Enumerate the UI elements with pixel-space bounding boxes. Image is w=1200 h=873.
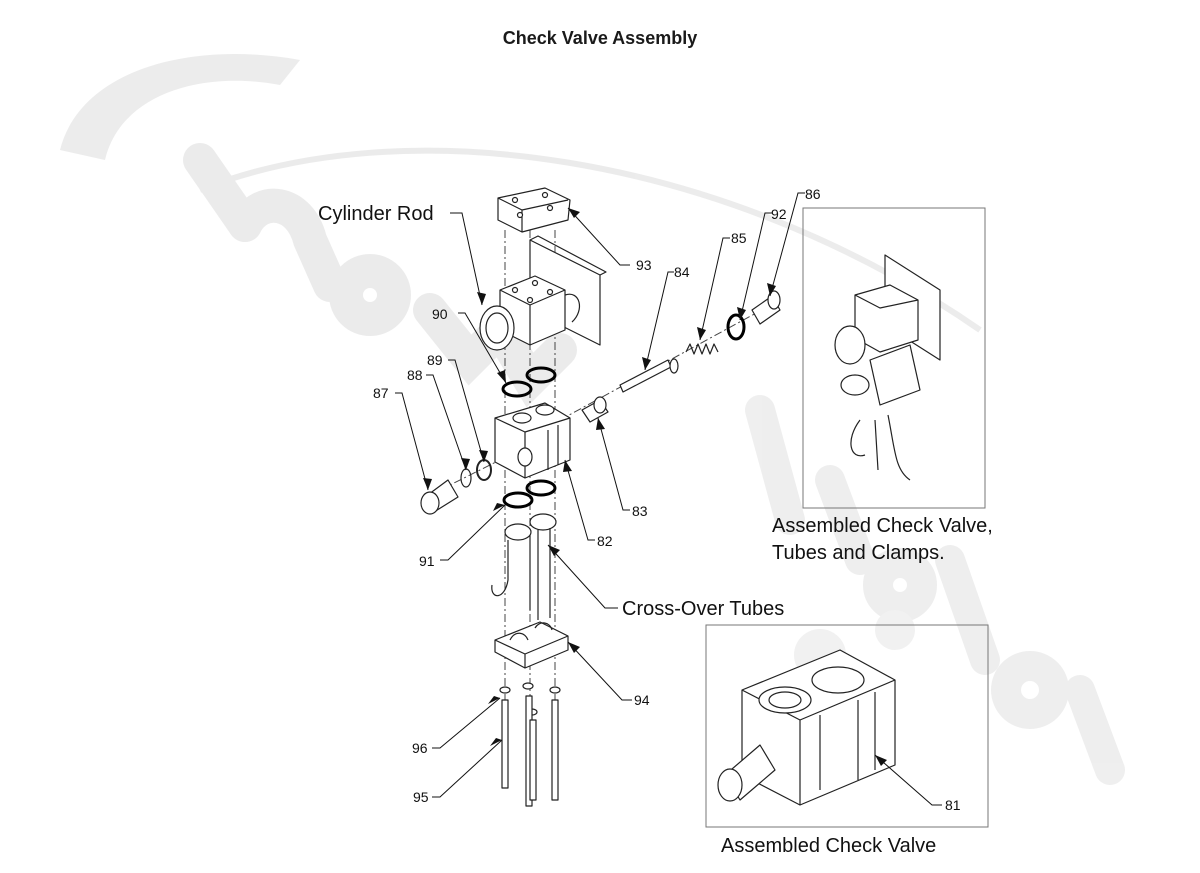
washer-88 [460,468,472,488]
part-number-95: 95 [413,789,429,805]
caption-assembled-tubes-line1: Assembled Check Valve, [772,515,993,537]
part-number-93: 93 [636,257,652,273]
caption-assembled-tubes-line2: Tubes and Clamps. [772,542,945,564]
o-ring-92 [726,313,746,341]
o-ring-91b [525,479,557,497]
part-number-90: 90 [432,306,448,322]
part-number-94: 94 [634,692,650,708]
spring-85 [685,343,719,355]
part-number-96: 96 [412,740,428,756]
o-ring-91a [502,491,534,509]
part-number-84: 84 [674,264,690,280]
arrowheads [423,208,887,766]
inset-assembled-tubes-drawing [834,254,941,481]
o-ring-90b [525,366,557,384]
leader-lines [395,192,942,806]
label-cylinder-rod: Cylinder Rod [318,203,434,225]
parts-drawing [420,187,941,807]
valve-block-82 [494,402,571,479]
page-title: Check Valve Assembly [502,28,698,48]
part-number-92: 92 [771,206,787,222]
part-number-88: 88 [407,367,423,383]
inset-assembled-valve-drawing [717,649,896,806]
part-number-82: 82 [597,533,613,549]
bottom-clamp-94 [494,621,569,669]
top-plate-93 [497,187,571,233]
o-ring-90a [501,380,533,398]
part-number-91: 91 [419,553,435,569]
inset-frame-assembled-tubes [802,207,986,509]
part-number-81: 81 [945,797,961,813]
inset-frame-assembled-valve [705,624,989,828]
part-number-87: 87 [373,385,389,401]
label-cross-over-tubes: Cross-Over Tubes [622,598,785,620]
part-number-85: 85 [731,230,747,246]
part-number-86: 86 [805,186,821,202]
part-number-83: 83 [632,503,648,519]
bolts-95 [501,695,559,807]
cross-over-tubes [491,528,551,620]
part-number-89: 89 [427,352,443,368]
caption-assembled-valve: Assembled Check Valve [721,835,937,857]
